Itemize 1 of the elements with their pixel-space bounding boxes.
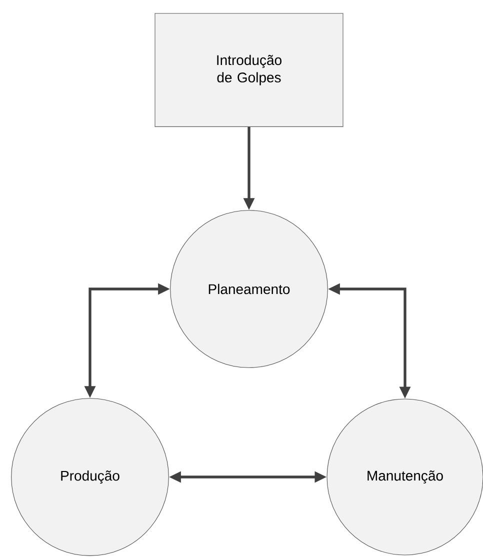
process-box: Introdução de Golpes [154, 13, 344, 127]
